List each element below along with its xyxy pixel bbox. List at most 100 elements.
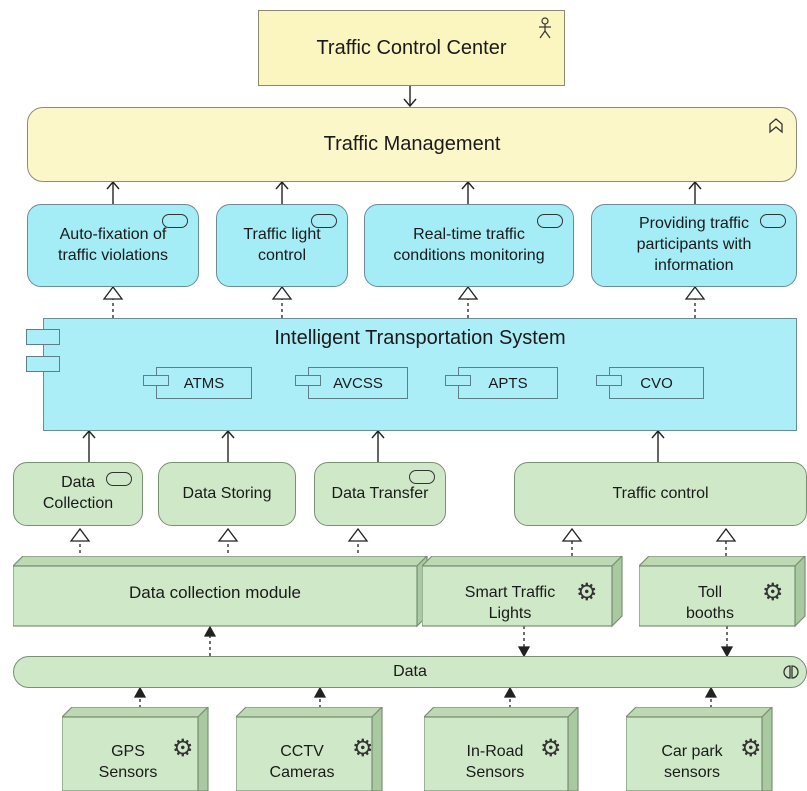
component-label: CVO: [640, 374, 673, 392]
device-cctv-cameras[interactable]: [236, 707, 386, 791]
service-label: Traffic control: [612, 484, 709, 502]
node-front-face: [639, 565, 796, 627]
function-label: Traffic Management: [323, 133, 501, 155]
service-traffic-light-control[interactable]: Traffic light control: [216, 204, 348, 287]
tech-service-to-system-arrows: [82, 429, 665, 462]
gear-icon: ⚙: [762, 579, 784, 606]
actor-to-function-arrow: [403, 86, 417, 108]
gear-icon: ⚙: [172, 735, 194, 762]
node-label-line1: Smart Traffic: [464, 584, 556, 601]
gear-icon: ⚙: [576, 579, 598, 606]
service-label-line1: Auto-fixation of: [59, 225, 167, 243]
node-label: Data collection module: [129, 583, 301, 602]
node-front-face: [62, 716, 199, 791]
component-icon: [26, 329, 60, 345]
node-label: Toll booths: [660, 583, 760, 625]
component-label: APTS: [488, 374, 528, 392]
service-icon: [106, 472, 132, 486]
node-top-face: [422, 556, 623, 567]
device-label-line1: GPS: [111, 743, 145, 760]
component-tab-icon: [295, 375, 321, 386]
service-icon: [760, 214, 786, 228]
device-label: Car park sensors: [652, 742, 732, 784]
node-side-face: [794, 556, 806, 628]
node-side-face: [567, 707, 579, 791]
service-label-line2: traffic violations: [58, 246, 168, 264]
traffic-control-center-actor[interactable]: Traffic Control Center: [258, 10, 565, 86]
service-label-line2: conditions monitoring: [393, 246, 545, 264]
service-label: Data Transfer: [331, 484, 429, 502]
node-toll-booths[interactable]: [639, 556, 807, 628]
component-label: ATMS: [183, 374, 225, 392]
gear-icon: ⚙: [540, 735, 562, 762]
function-icon: [769, 118, 783, 134]
node-realizes-tech-services: [69, 527, 737, 565]
service-label-line1: Providing traffic: [639, 215, 749, 233]
device-label-line2: Sensors: [465, 763, 525, 781]
device-gps-sensors[interactable]: [62, 707, 212, 791]
data-object-bar[interactable]: Data: [13, 656, 807, 688]
component-avcss[interactable]: AVCSS: [295, 367, 408, 399]
service-label-line2: participants with: [636, 236, 752, 254]
node-data-collection-module[interactable]: [13, 556, 433, 628]
node-label-line2: booths: [685, 604, 735, 622]
service-icon: [537, 214, 563, 228]
service-label: Data Storing: [182, 484, 272, 502]
service-label-line3: information: [654, 256, 734, 274]
node-front-face: [422, 565, 613, 627]
service-data-collection[interactable]: Data Collection: [13, 462, 143, 526]
system-title: Intelligent Transportation System: [274, 327, 566, 349]
device-in-road-sensors[interactable]: [424, 707, 582, 791]
component-label: AVCSS: [333, 374, 383, 392]
node-side-face: [761, 707, 773, 791]
data-bar-label: Data: [393, 663, 427, 680]
node-label: Smart Traffic Lights: [440, 583, 580, 625]
service-icon: [162, 214, 188, 228]
device-label-line2: Sensors: [98, 763, 158, 781]
actor-icon: [539, 17, 551, 39]
component-tab-icon: [445, 375, 471, 386]
device-car-park-sensors[interactable]: [626, 707, 776, 791]
traffic-management-function[interactable]: Traffic Management: [27, 107, 797, 182]
service-label-line1: Real-time traffic: [413, 225, 525, 243]
node-side-face: [611, 556, 623, 628]
service-traffic-control[interactable]: Traffic control: [514, 462, 807, 526]
node-front-face: [626, 716, 763, 791]
service-label-line1: Traffic light: [243, 225, 321, 243]
device-label-line1: CCTV: [280, 743, 324, 760]
intelligent-transportation-system[interactable]: Intelligent Transportation System ATMS A…: [26, 318, 797, 431]
node-top-face: [13, 556, 428, 567]
gear-icon: ⚙: [352, 735, 374, 762]
service-real-time-monitoring[interactable]: Real-time traffic conditions monitoring: [364, 204, 574, 287]
node-side-face: [197, 707, 209, 791]
device-label: In-Road Sensors: [450, 742, 540, 784]
node-top-face: [236, 707, 383, 718]
node-label-line1: Toll: [697, 584, 722, 601]
node-top-face: [424, 707, 579, 718]
component-icon-lower-tab: [26, 356, 60, 372]
gear-icon: ⚙: [740, 735, 762, 762]
device-label-line2: Cameras: [269, 763, 335, 781]
component-cvo[interactable]: CVO: [596, 367, 704, 399]
service-data-transfer[interactable]: Data Transfer: [314, 462, 446, 526]
device-label: GPS Sensors: [88, 742, 168, 784]
device-label-line1: Car park: [661, 743, 723, 760]
service-label-line1: Data: [61, 474, 95, 492]
component-atms[interactable]: ATMS: [143, 367, 252, 399]
service-providing-information[interactable]: Providing traffic participants with info…: [591, 204, 797, 287]
component-apts[interactable]: APTS: [445, 367, 558, 399]
component-tab-icon: [596, 375, 622, 386]
system-realizes-services: [102, 285, 706, 318]
node-top-face: [62, 707, 209, 718]
node-smart-traffic-lights[interactable]: [422, 556, 627, 628]
node-top-face: [639, 556, 806, 567]
device-label: CCTV Cameras: [262, 742, 342, 784]
service-data-storing[interactable]: Data Storing: [158, 462, 296, 526]
service-to-function-arrows: [106, 180, 702, 204]
interface-icon: [783, 665, 799, 679]
service-label-line2: control: [257, 246, 306, 264]
node-front-face: [13, 565, 418, 627]
device-label-line2: sensors: [663, 763, 721, 781]
service-auto-fixation[interactable]: Auto-fixation of traffic violations: [27, 204, 199, 287]
